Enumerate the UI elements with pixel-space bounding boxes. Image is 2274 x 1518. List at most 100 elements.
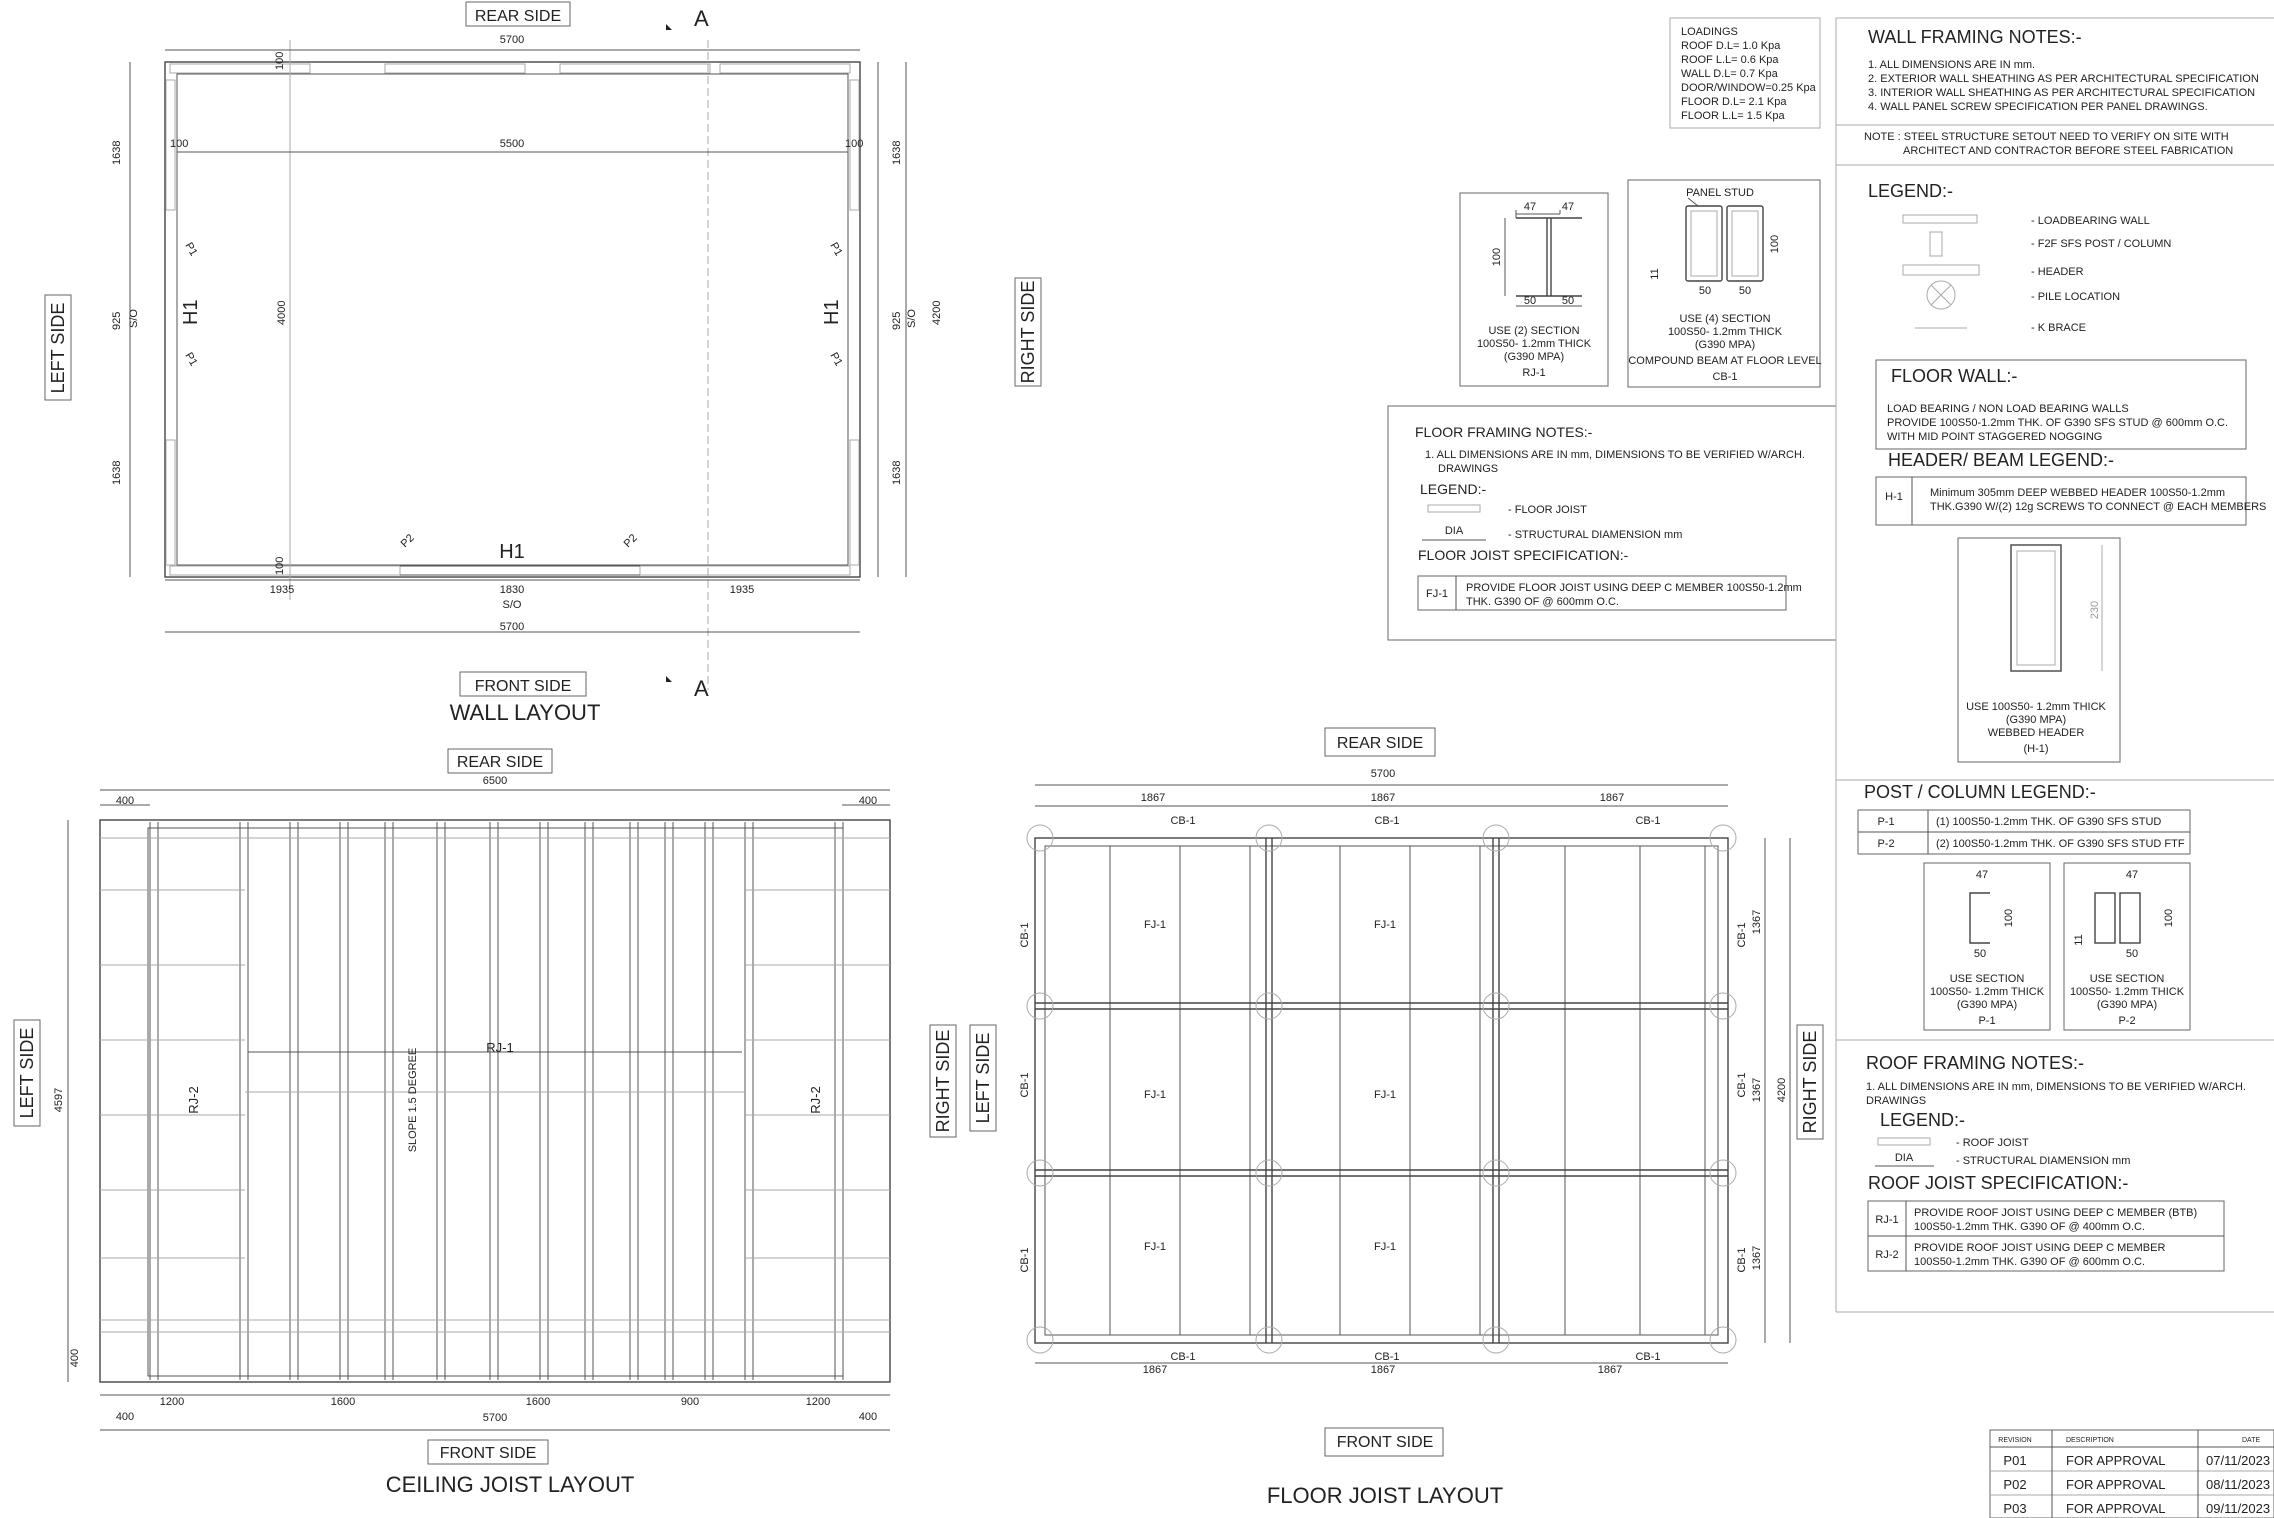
- rev-r2-c0: P03: [2003, 1501, 2026, 1516]
- dim-so-left: S/O: [128, 309, 140, 328]
- pile-location-marker: [1255, 992, 1283, 1020]
- right-side-label: RIGHT SIDE: [1018, 281, 1038, 384]
- legend-pile-symbol: [1926, 280, 1956, 310]
- floor-inner: [1044, 845, 1719, 1336]
- pile-location-marker: [1709, 1159, 1737, 1187]
- p2-lip: 11: [2073, 934, 2085, 945]
- ceiling-cross-bars: [100, 837, 890, 1333]
- p1-b: 50: [1974, 948, 1986, 960]
- floor-cb1-r2: CB-1: [1736, 1072, 1748, 1097]
- floor-dim-1867-a: 1867: [1141, 792, 1165, 804]
- webbed-header-shape: [2010, 544, 2062, 672]
- dim-so-right: S/O: [906, 309, 918, 328]
- rev-r0-c1: FOR APPROVAL: [2066, 1453, 2165, 1468]
- floor-notes-1b: DRAWINGS: [1438, 463, 1498, 475]
- p2-cap-1: 100S50- 1.2mm THICK: [2070, 986, 2185, 998]
- floor-cb1-t3: CB-1: [1635, 815, 1660, 827]
- p2-cap-3: P-2: [2118, 1015, 2135, 1027]
- ceiling-dim-400-br: 400: [859, 1411, 877, 1423]
- roof-notes-title: ROOF FRAMING NOTES:-: [1866, 1053, 2084, 1073]
- pile-location-marker: [1026, 1159, 1054, 1187]
- floor-front-box: [1324, 1427, 1444, 1457]
- dim-925-right: 925: [891, 312, 903, 330]
- wall-notes-3: 4. WALL PANEL SCREW SPECIFICATION PER PA…: [1868, 101, 2208, 113]
- rj1-cap-1: 100S50- 1.2mm THICK: [1477, 338, 1592, 350]
- header-legend-b: THK.G390 W/(2) 12g SCREWS TO CONNECT @ E…: [1930, 501, 2266, 513]
- header-legend-title: HEADER/ BEAM LEGEND:-: [1888, 450, 2114, 470]
- loadings-3: WALL D.L= 0.7 Kpa: [1681, 68, 1779, 80]
- rj1-section-detail: 47 47 100 50 50 USE (2) SECTION 100S50- …: [1459, 192, 1609, 387]
- webbed-cap-3: (H-1): [2023, 743, 2048, 755]
- ceiling-rear-box: [447, 748, 553, 774]
- floor-fj1-b: FJ-1: [1374, 919, 1396, 931]
- floor-notes-1a: 1. ALL DIMENSIONS ARE IN mm, DIMENSIONS …: [1425, 449, 1805, 461]
- ceiling-wall-line: [147, 827, 844, 1377]
- ceiling-dim-400-left-v: 400: [69, 1349, 81, 1367]
- wall-notes-title: WALL FRAMING NOTES:-: [1868, 27, 2082, 47]
- floor-dim-5700: 5700: [1371, 768, 1395, 780]
- wall-notes-2: 3. INTERIOR WALL SHEATHING AS PER ARCHIT…: [1868, 87, 2255, 99]
- p2-cap-2: (G390 MPA): [2097, 999, 2157, 1011]
- wall-layout-title: WALL LAYOUT: [450, 700, 601, 725]
- cb1-stud-a: [1685, 205, 1723, 282]
- post-row-0-text: (1) 100S50-1.2mm THK. OF G390 SFS STUD: [1936, 816, 2161, 828]
- floor-left-label: LEFT SIDE: [973, 1033, 993, 1124]
- wall-notes-0: 1. ALL DIMENSIONS ARE IN mm.: [1868, 59, 2035, 71]
- loadings-frame: [1669, 17, 1821, 129]
- p1-cap-1: 100S50- 1.2mm THICK: [1930, 986, 2045, 998]
- roof-row-0-a: PROVIDE ROOF JOIST USING DEEP C MEMBER (…: [1914, 1207, 2197, 1219]
- loadings-0: LOADINGS: [1681, 26, 1738, 38]
- ceiling-front-label: FRONT SIDE: [440, 1445, 537, 1462]
- ceiling-dim-b4: 900: [681, 1396, 699, 1408]
- dim-inner: 5500: [500, 138, 524, 150]
- ceiling-dim-5700: 5700: [483, 1412, 507, 1424]
- ceiling-dim-400-bl: 400: [116, 1411, 134, 1423]
- roof-row-1-code: RJ-2: [1875, 1249, 1898, 1261]
- floor-right-box: [1796, 1024, 1824, 1140]
- roof-joist-symbol: [1877, 1137, 1931, 1146]
- p2-w: 47: [2126, 869, 2138, 881]
- rj1-w1: 47: [1524, 201, 1536, 213]
- floor-cb1-l1: CB-1: [1019, 922, 1031, 947]
- roof-spec-title: ROOF JOIST SPECIFICATION:-: [1868, 1173, 2128, 1193]
- pile-location-marker: [1482, 824, 1510, 852]
- floor-cb1-b1: CB-1: [1170, 1351, 1195, 1363]
- floor-wall-title: FLOOR WALL:-: [1891, 366, 2017, 386]
- floor-cb1-t2: CB-1: [1374, 815, 1399, 827]
- dim-100-left: 100: [170, 138, 188, 150]
- ceiling-joists: [149, 822, 844, 1380]
- p2-h: 100: [2163, 909, 2175, 927]
- floor-dim-1867-e: 1867: [1371, 1364, 1395, 1376]
- post-row-0-code: P-1: [1877, 816, 1894, 828]
- floor-piles: [1026, 824, 1737, 1354]
- post-p2-b: P2: [622, 532, 640, 550]
- rev-r2-c1: FOR APPROVAL: [2066, 1501, 2165, 1516]
- floor-wall-0: LOAD BEARING / NON LOAD BEARING WALLS: [1887, 403, 2129, 415]
- legend-header-symbol: [1902, 264, 1980, 276]
- loadings-2: ROOF L.L= 0.6 Kpa: [1681, 54, 1779, 66]
- floor-dia-symbol: DIA: [1445, 525, 1464, 537]
- floor-dim-1367-a: 1367: [1751, 910, 1763, 934]
- dim-so-front: S/O: [503, 599, 522, 611]
- pile-location-marker: [1026, 824, 1054, 852]
- cb1-leader: [1687, 197, 1699, 207]
- floor-dim-1867-c: 1867: [1600, 792, 1624, 804]
- floor-cb1-l3: CB-1: [1019, 1247, 1031, 1272]
- section-arrow-top: [666, 24, 672, 30]
- pile-location-marker: [1709, 992, 1737, 1020]
- loadings-6: FLOOR L.L= 1.5 Kpa: [1681, 110, 1786, 122]
- legend-item-0: - LOADBEARING WALL: [2031, 215, 2150, 227]
- cb1-cap-1: 100S50- 1.2mm THICK: [1668, 326, 1783, 338]
- floor-dim-1367-b: 1367: [1751, 1078, 1763, 1102]
- dim-bottom: 5700: [500, 621, 524, 633]
- cb1-frame: [1627, 179, 1821, 388]
- pile-location-marker: [1482, 1159, 1510, 1187]
- post-legend-title: POST / COLUMN LEGEND:-: [1864, 782, 2096, 802]
- left-side-box: [44, 294, 72, 401]
- section-arrow-bottom: [666, 676, 672, 682]
- wall-layout: REAR SIDE A A 5700 5500 100 100 100 100 …: [44, 1, 1042, 725]
- floor-right-label: RIGHT SIDE: [1800, 1031, 1820, 1134]
- webbed-header-frame: [1957, 537, 2121, 763]
- ceiling-rj2-right: RJ-2: [808, 1086, 823, 1113]
- floor-legend-dia: - STRUCTURAL DIAMENSION mm: [1508, 529, 1682, 541]
